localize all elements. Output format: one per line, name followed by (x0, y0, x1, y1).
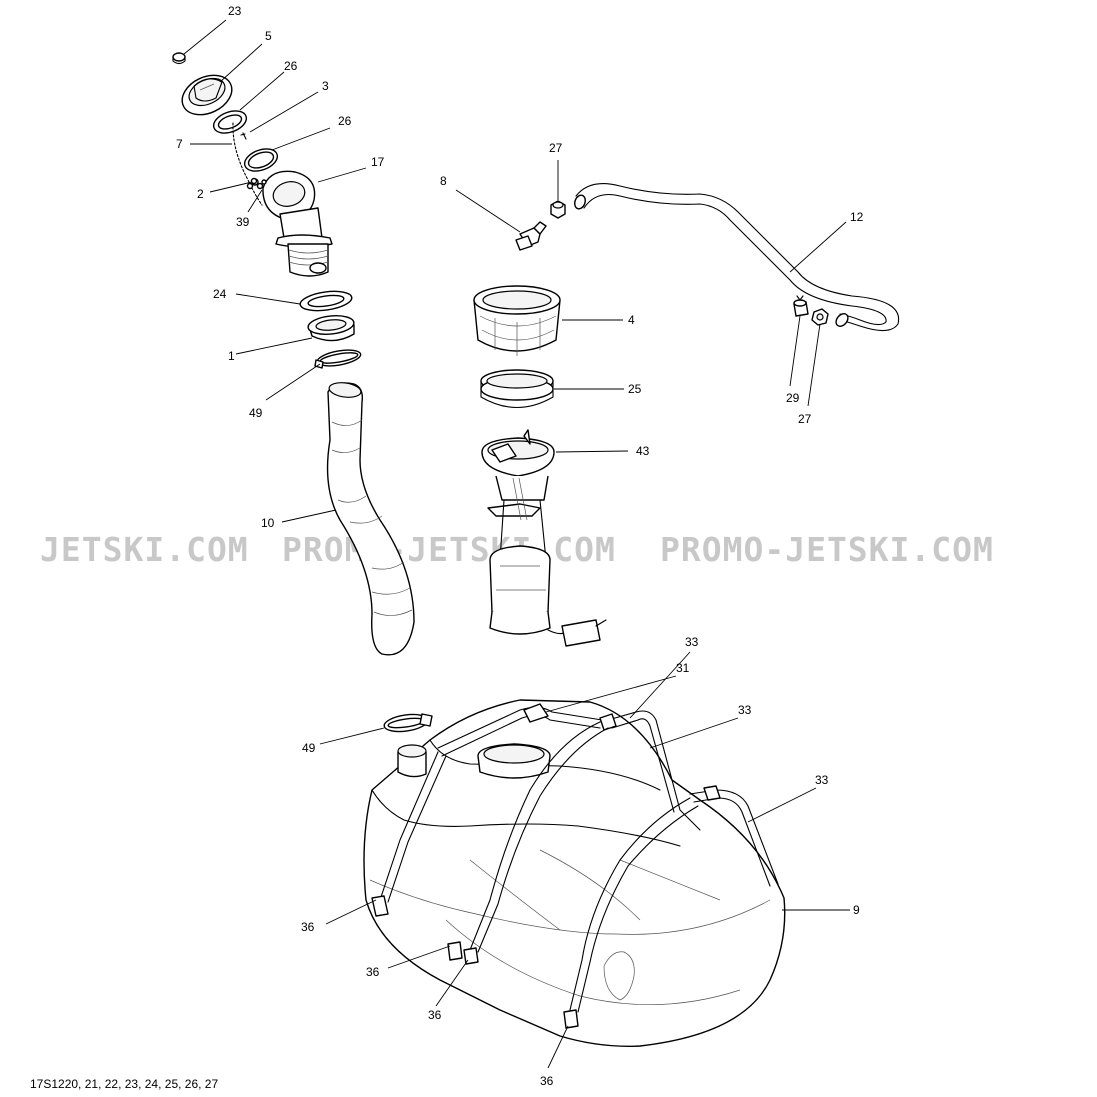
part-8-elbow-fitting (515, 221, 547, 251)
part-27-nut-upper (550, 200, 566, 219)
callout-17: 17 (371, 155, 385, 169)
callout-24: 24 (213, 287, 227, 301)
callout-49-upper: 49 (249, 406, 263, 420)
callout-31: 31 (676, 661, 690, 675)
part-10-filler-hose (326, 382, 415, 656)
callout-49-lower: 49 (302, 741, 316, 755)
part-5-filler-cap (181, 74, 233, 116)
callout-43: 43 (636, 444, 650, 458)
callout-27-upper: 27 (549, 141, 563, 155)
callout-4: 4 (628, 313, 635, 327)
callout-7: 7 (176, 137, 183, 151)
part-27-nut-lower (811, 308, 829, 326)
part-29-valve (793, 295, 809, 317)
callout-3: 3 (322, 79, 329, 93)
callout-5: 5 (265, 29, 272, 43)
watermark-right: PROMO-JETSKI.COM (660, 530, 994, 569)
part-23-cap (172, 52, 186, 65)
part-26-gasket-lower (243, 148, 279, 172)
callout-26-lower: 26 (338, 114, 352, 128)
callout-36-b: 36 (366, 965, 380, 979)
part-33-strap-rear (569, 785, 779, 1013)
part-33-strap-front (469, 710, 701, 953)
part-25-gasket-ring (480, 369, 554, 408)
callout-36-a: 36 (301, 920, 315, 934)
callout-25: 25 (628, 382, 642, 396)
callout-36-d: 36 (540, 1074, 554, 1088)
part-1-nut (307, 315, 355, 342)
callout-33-a: 33 (685, 635, 699, 649)
callout-26-upper: 26 (284, 59, 298, 73)
callout-27-lower: 27 (798, 412, 812, 426)
part-12-vent-hose (574, 183, 900, 332)
callout-33-b: 33 (738, 703, 752, 717)
watermark-middle: PROMO-JETSKI.COM (282, 530, 616, 569)
reference-code: 17S1220, 21, 22, 23, 24, 25, 26, 27 (30, 1077, 218, 1091)
callout-2: 2 (197, 187, 204, 201)
callout-labels: 23 5 26 3 26 7 17 2 39 27 8 12 24 4 1 29… (176, 4, 864, 1088)
part-24-washer (299, 290, 353, 312)
part-36-buckle-b (447, 941, 463, 961)
callout-9: 9 (853, 903, 860, 917)
callout-29: 29 (786, 391, 800, 405)
part-36-buckle-a (371, 895, 389, 917)
part-39-screw (256, 179, 267, 190)
callout-10: 10 (261, 516, 275, 530)
callout-1: 1 (228, 349, 235, 363)
part-36-buckle-d (563, 1009, 579, 1029)
part-36-buckle-c (463, 947, 479, 965)
part-49-clamp-lower (383, 713, 433, 733)
callout-39: 39 (236, 215, 250, 229)
callout-12: 12 (850, 210, 864, 224)
part-49-clamp-upper (314, 349, 362, 369)
callout-33-c: 33 (815, 773, 829, 787)
part-43-fuel-pump-module (481, 429, 607, 647)
part-17-filler-neck (262, 170, 333, 277)
part-31-strap (379, 703, 603, 903)
watermark: JETSKI.COM PROMO-JETSKI.COM PROMO-JETSKI… (40, 530, 994, 569)
leader-lines (183, 19, 850, 1069)
part-26-gasket-upper (212, 110, 248, 134)
callout-23: 23 (228, 4, 242, 18)
part-2-clip (250, 177, 258, 185)
part-4-lock-ring (473, 285, 561, 356)
callout-8: 8 (440, 174, 447, 188)
part-3-screw (240, 132, 247, 140)
callout-36-c: 36 (428, 1008, 442, 1022)
watermark-left: JETSKI.COM (40, 530, 249, 569)
